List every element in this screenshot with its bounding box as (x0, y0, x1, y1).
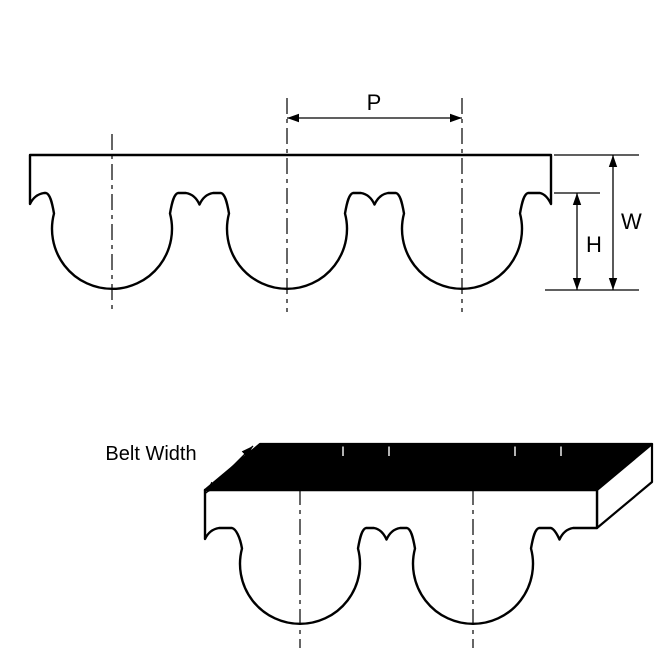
belt-width-label: Belt Width (105, 443, 196, 465)
tooth-height-label: H (586, 232, 602, 257)
belt-profile-outline (28, 153, 553, 290)
pitch-dimension: P (287, 90, 462, 123)
tooth-height-dimension: H (554, 192, 602, 290)
belt-thickness-dimension: W (545, 154, 642, 291)
pitch-label: P (367, 90, 382, 115)
belt-width-arrow (205, 445, 254, 494)
belt-thickness-label: W (621, 209, 642, 234)
isometric-view: Belt Width (105, 442, 654, 648)
belt-width-annotation: Belt Width (105, 443, 254, 494)
belt-front-profile (203, 488, 599, 625)
belt-top-face (203, 442, 654, 492)
profile-view: P W H (28, 90, 642, 312)
